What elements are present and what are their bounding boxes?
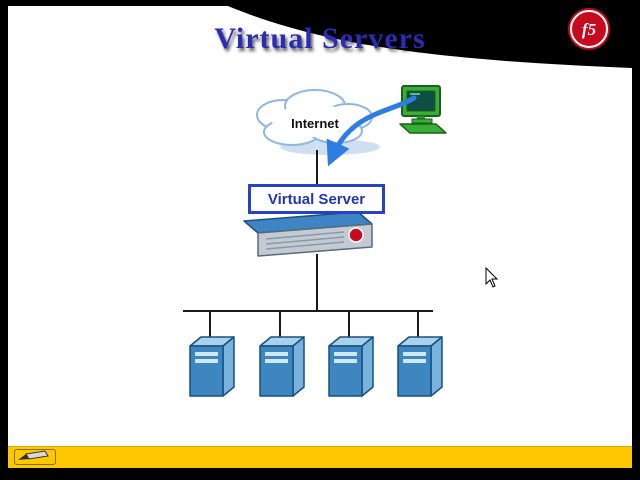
pen-annotation-icon (18, 450, 49, 460)
pen-annotation-button[interactable] (14, 449, 56, 465)
server-icon (189, 336, 235, 397)
virtual-server-box: Virtual Server (248, 184, 385, 214)
bottom-toolbar (8, 446, 632, 468)
connector-lines (183, 150, 433, 339)
f5-appliance-icon (243, 211, 373, 257)
server-pool (189, 336, 443, 397)
title-swoosh (228, 6, 632, 68)
f5-logo: f5 (570, 10, 608, 48)
slide-title: Virtual Servers (214, 22, 426, 55)
client-computer-icon (399, 85, 447, 134)
server-icon (328, 336, 374, 397)
virtual-server-label: Virtual Server (267, 190, 366, 208)
f5-logo-text: f5 (581, 19, 597, 39)
server-icon (397, 336, 443, 397)
mouse-cursor (485, 266, 499, 288)
appliance-f5-ball (348, 227, 364, 243)
internet-label: Internet (291, 116, 339, 131)
server-icon (259, 336, 305, 397)
request-arrow (326, 95, 417, 167)
